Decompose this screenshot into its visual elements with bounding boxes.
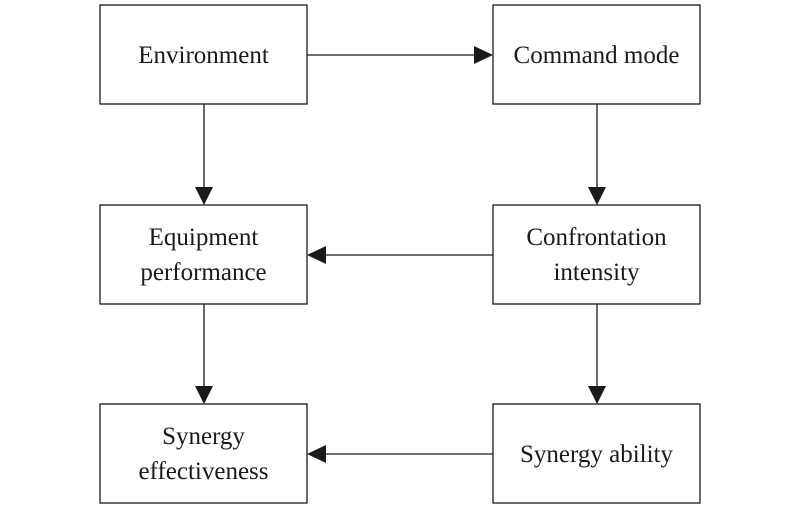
arrow-synergy-ability-to-synergy-effectiveness: [307, 445, 493, 463]
node-environment-label: Environment: [138, 42, 269, 69]
node-synergy-ability: Synergy ability: [492, 403, 701, 504]
node-synergy-effectiveness-label-line2: effectiveness: [138, 458, 268, 485]
arrow-confrontation-intensity-to-equipment-performance: [307, 246, 493, 264]
arrow-equipment-performance-to-synergy-effectiveness: [195, 304, 213, 404]
arrow-command-mode-to-confrontation-intensity: [588, 104, 606, 205]
node-equipment-performance-label-line1: Equipment: [149, 224, 259, 251]
node-confrontation-intensity: Confrontation intensity: [492, 204, 701, 305]
node-environment: Environment: [99, 4, 308, 105]
node-equipment-performance-label-line2: performance: [140, 259, 266, 286]
node-confrontation-intensity-label-line2: intensity: [553, 259, 640, 286]
node-confrontation-intensity-label-line1: Confrontation: [526, 224, 667, 251]
arrow-environment-to-equipment-performance: [195, 104, 213, 205]
node-command-mode-label: Command mode: [514, 42, 680, 69]
node-synergy-effectiveness-label-line1: Synergy: [162, 423, 245, 450]
arrow-confrontation-intensity-to-synergy-ability: [588, 304, 606, 404]
node-synergy-ability-label: Synergy ability: [520, 441, 674, 468]
node-equipment-performance: Equipment performance: [99, 204, 308, 305]
arrow-environment-to-command-mode: [307, 46, 493, 64]
node-synergy-effectiveness: Synergy effectiveness: [99, 403, 308, 504]
node-command-mode: Command mode: [492, 4, 701, 105]
